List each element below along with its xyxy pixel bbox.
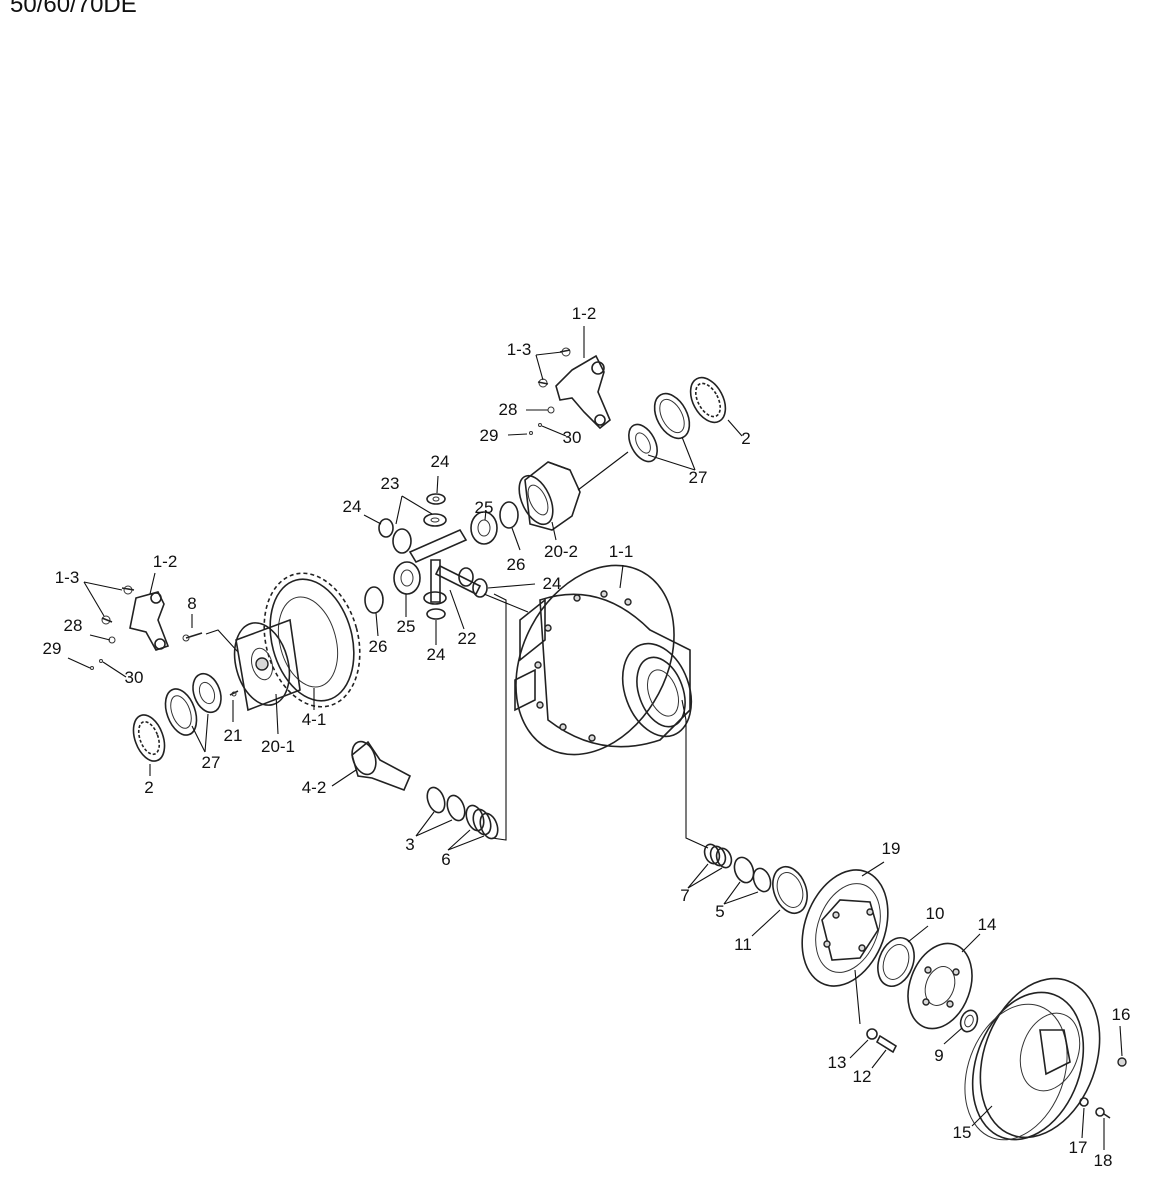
lbl-14: 14 <box>978 915 997 934</box>
lbl-5: 5 <box>715 902 724 921</box>
lbl-11: 11 <box>734 935 752 954</box>
lbl-19: 19 <box>882 839 901 858</box>
lbl-1-2-left: 1-2 <box>153 552 178 571</box>
lbl-25-b: 25 <box>397 617 416 636</box>
lbl-1-3-top: 1-3 <box>507 340 532 359</box>
lbl-17: 17 <box>1069 1138 1088 1157</box>
lbl-2-right: 2 <box>741 429 750 448</box>
lbl-23: 23 <box>381 474 400 493</box>
lbl-6: 6 <box>441 850 450 869</box>
lbl-25-a: 25 <box>475 498 494 517</box>
lbl-26-a: 26 <box>507 555 526 574</box>
lbl-15: 15 <box>953 1123 972 1142</box>
lbl-1-2-top: 1-2 <box>572 304 597 323</box>
lbl-30-top: 30 <box>563 428 582 447</box>
lbl-1-1: 1-1 <box>609 542 634 561</box>
lbl-2-left: 2 <box>144 778 153 797</box>
lbl-1-3-left: 1-3 <box>55 568 80 587</box>
spider-gears <box>363 475 536 645</box>
lbl-29-top: 29 <box>480 426 499 445</box>
lbl-10: 10 <box>926 904 945 923</box>
lbl-26-b: 26 <box>369 637 388 656</box>
lbl-28-left: 28 <box>64 616 83 635</box>
bolt-12 <box>849 1028 898 1069</box>
hub-bearings <box>687 843 808 937</box>
lbl-28-top: 28 <box>499 400 518 419</box>
bearing-cap-top <box>529 347 611 435</box>
lbl-9: 9 <box>934 1046 943 1065</box>
bearing-set-left <box>132 672 222 776</box>
bearing-set-right <box>628 376 743 471</box>
brake-drum <box>964 977 1127 1150</box>
lbl-24-c: 24 <box>543 574 562 593</box>
lbl-12: 12 <box>853 1067 872 1086</box>
lbl-30-left: 30 <box>125 668 144 687</box>
axle-housing <box>483 564 709 849</box>
lbl-3: 3 <box>405 835 414 854</box>
ring-gear-assembly <box>182 572 361 735</box>
lbl-20-1: 20-1 <box>261 737 295 756</box>
lbl-24-b: 24 <box>343 497 362 516</box>
lbl-27-right: 27 <box>689 468 708 487</box>
lbl-18: 18 <box>1094 1151 1113 1170</box>
lbl-4-1: 4-1 <box>302 710 327 729</box>
page-title: 50/60/70DE <box>10 0 137 18</box>
leader-lines-top <box>507 326 585 437</box>
lbl-7: 7 <box>680 886 689 905</box>
lbl-20-2: 20-2 <box>544 542 578 561</box>
lbl-29-left: 29 <box>43 639 62 658</box>
differential-case-right <box>518 451 629 541</box>
lbl-22: 22 <box>458 629 477 648</box>
pinion-assembly <box>331 740 499 851</box>
lbl-27-left: 27 <box>202 753 221 772</box>
lbl-24-d: 24 <box>427 645 446 664</box>
lbl-21: 21 <box>224 726 243 745</box>
bearing-cap-left <box>67 572 170 678</box>
lbl-4-2: 4-2 <box>302 778 327 797</box>
brake-backing-plate <box>801 861 889 1025</box>
lbl-13: 13 <box>828 1053 847 1072</box>
lbl-16: 16 <box>1112 1005 1131 1024</box>
hub-flange <box>877 925 981 1045</box>
lbl-24-a: 24 <box>431 452 450 471</box>
lbl-8: 8 <box>187 594 196 613</box>
